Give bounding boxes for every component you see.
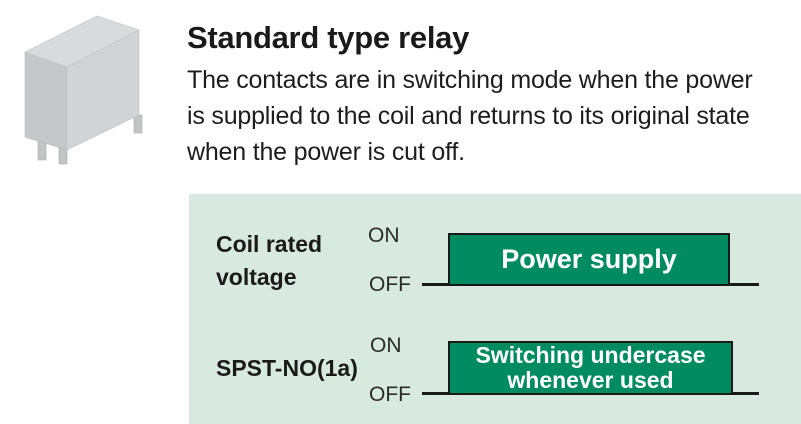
pulse-label: whenever used [507, 367, 674, 393]
page-title: Standard type relay [187, 20, 470, 55]
switching-pulse-box: Switching undercase whenever used [448, 341, 733, 395]
power-supply-pulse-box: Power supply [448, 233, 730, 286]
description-line: The contacts are in switching mode when … [187, 66, 753, 94]
spst-no-label-line: SPST-NO(1a) [216, 355, 358, 381]
coil-rated-voltage-label: Coil rated voltage [216, 228, 322, 294]
relay-3d-illustration [24, 15, 143, 165]
description-line: is supplied to the coil and returns to i… [187, 102, 750, 130]
pulse-label: Switching undercase [475, 342, 706, 368]
off-level-label: OFF [369, 273, 411, 296]
spst-no-label: SPST-NO(1a) [216, 352, 358, 385]
signal-baseline [731, 392, 759, 395]
relay-top-face [24, 15, 140, 68]
off-level-label: OFF [369, 383, 411, 406]
timing-diagram-panel: Coil rated voltage ON OFF Power supply S… [189, 194, 801, 424]
signal-baseline [422, 392, 448, 395]
on-level-label: ON [370, 334, 402, 357]
coil-rated-voltage-label-line: Coil rated [216, 231, 323, 257]
relay-side-face [24, 51, 68, 151]
description: The contacts are in switching mode when … [187, 62, 753, 170]
on-level-label: ON [368, 224, 400, 247]
relay-pin [133, 114, 143, 134]
coil-rated-voltage-label-line: voltage [216, 264, 297, 290]
signal-baseline [728, 283, 759, 286]
pulse-label: Power supply [501, 244, 677, 274]
description-line: when the power is cut off. [187, 138, 465, 166]
signal-baseline [422, 283, 448, 286]
